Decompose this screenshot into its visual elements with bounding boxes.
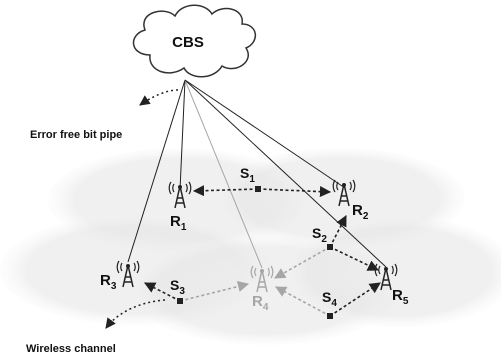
source-nodes — [177, 186, 333, 319]
source-node-s2 — [327, 244, 333, 250]
backhaul-r5 — [184, 79, 387, 268]
source-label-s3: S3 — [170, 277, 185, 297]
link-s2-r5 — [329, 246, 380, 271]
relay-label-r2: R2 — [352, 202, 369, 222]
backhaul-r1 — [179, 79, 186, 191]
relay-label-r3: R3 — [100, 272, 117, 292]
tower-r2 — [332, 179, 356, 207]
bit-pipe-annotation: Error free bit pipe — [30, 89, 179, 141]
cbs-label: CBS — [172, 34, 204, 51]
tower-r4 — [250, 265, 274, 293]
link-s3-r4 — [179, 281, 250, 302]
wireless-annotation: Wireless channel — [26, 299, 166, 355]
cloud-shape — [132, 4, 256, 78]
relay-label-r5: R5 — [392, 287, 409, 307]
backhaul-links — [127, 79, 387, 269]
backhaul-r3 — [127, 79, 186, 263]
wireless-label: Wireless channel — [26, 343, 116, 355]
relay-label-r4: R4 — [252, 293, 269, 313]
source-node-s3 — [177, 298, 183, 304]
link-s4-r4 — [275, 286, 331, 317]
bit-pipe-pointer — [139, 89, 179, 106]
cbs-cloud: CBS — [132, 4, 256, 78]
backhaul-r2 — [184, 79, 346, 189]
tower-r3 — [116, 260, 140, 288]
source-label-s2: S2 — [312, 225, 327, 245]
tower-r1 — [168, 181, 192, 209]
source-label-s1: S1 — [240, 165, 255, 185]
wireless-pointer — [105, 299, 166, 329]
backhaul-r4 — [184, 79, 263, 269]
source-node-s1 — [255, 186, 261, 192]
link-s4-r5 — [329, 282, 381, 317]
relay-label-r1: R1 — [170, 213, 187, 233]
bit-pipe-label: Error free bit pipe — [30, 129, 122, 141]
source-links — [144, 185, 381, 317]
link-s2-r2 — [329, 215, 347, 248]
source-label-s4: S4 — [322, 289, 337, 309]
link-s1-r2 — [257, 185, 332, 198]
link-s3-r3 — [144, 282, 181, 302]
source-node-s4 — [327, 313, 333, 319]
